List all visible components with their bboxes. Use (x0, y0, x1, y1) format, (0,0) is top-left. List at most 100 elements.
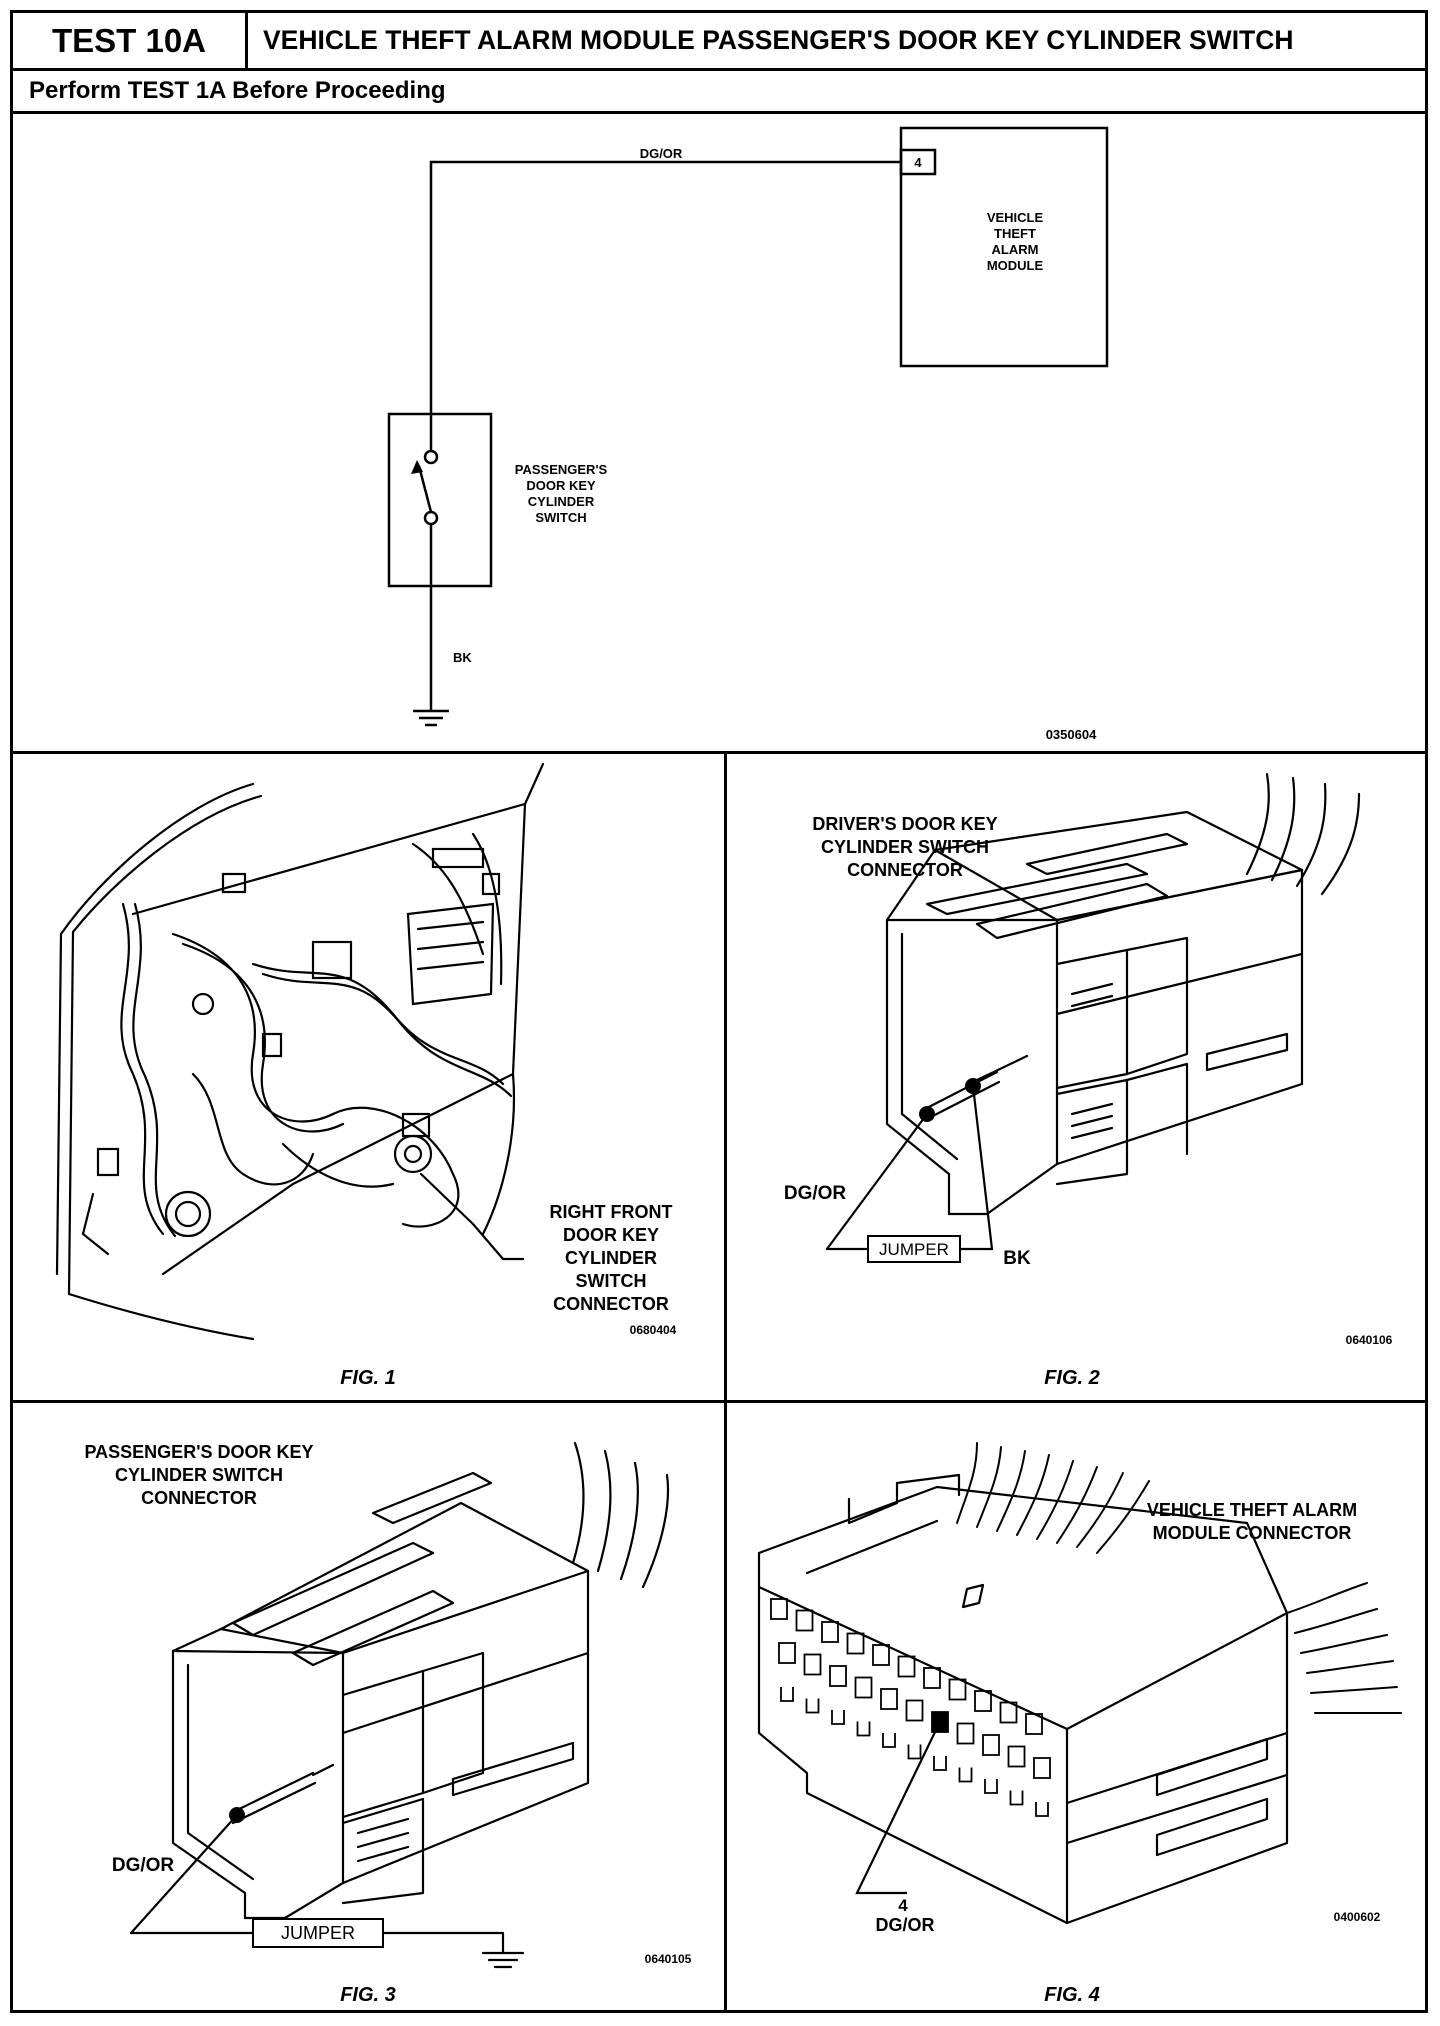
fig1-callout-5: CONNECTOR (553, 1294, 669, 1314)
cavity (974, 1690, 992, 1712)
module-label-4: MODULE (987, 258, 1044, 273)
switch-blade (417, 465, 433, 513)
cavity-tab (805, 1698, 820, 1714)
cavity (795, 1609, 814, 1632)
cavity (923, 1667, 941, 1689)
cavity (982, 1734, 1000, 1756)
cavity (1033, 1757, 1051, 1779)
divider-schematic (13, 751, 1425, 754)
switch-arrow (411, 460, 423, 474)
fig4-title-2: MODULE CONNECTOR (1153, 1523, 1352, 1543)
cavity (829, 1665, 847, 1687)
fig3-caption: FIG. 3 (340, 1984, 396, 2006)
fig4-pin-4 (932, 1712, 948, 1732)
fig4-title-1: VEHICLE THEFT ALARM (1147, 1500, 1357, 1520)
cavity (897, 1655, 916, 1678)
wire-label-bottom: BK (453, 650, 472, 665)
fig2-wire-bk: BK (1003, 1248, 1031, 1269)
fig4-wire-dg-or: DG/OR (875, 1915, 934, 1935)
cavity-tab (856, 1721, 871, 1737)
module-label-3: ALARM (992, 242, 1039, 257)
cavity (880, 1688, 898, 1710)
cavity-tab (984, 1779, 998, 1794)
switch-box (387, 412, 493, 588)
module-pin-number: 4 (914, 155, 922, 170)
fig3-title-1: PASSENGER'S DOOR KEY (85, 1442, 314, 1462)
wire-label-top: DG/OR (640, 146, 683, 161)
cavity-tab (780, 1687, 794, 1702)
cavity (1007, 1745, 1026, 1768)
test-title: VEHICLE THEFT ALARM MODULE PASSENGER'S D… (263, 25, 1294, 55)
cavity-tab (882, 1733, 896, 1748)
fig3-ground-symbol (481, 1951, 525, 1969)
switch-contact-top (423, 449, 439, 465)
vehicle-theft-alarm-module-box (899, 126, 1109, 368)
cavity (999, 1701, 1018, 1724)
fig1-panel: RIGHT FRONT DOOR KEY CYLINDER SWITCH CON… (13, 754, 724, 1400)
passenger-connector-drawing: JUMPER PASSENGER'S DOOR KEY CYLINDER SWI… (85, 1441, 692, 2006)
fig2-pin-bk (965, 1078, 981, 1094)
cavity-tab (831, 1710, 845, 1725)
fig4-leader-line (855, 1729, 937, 1895)
cavity (872, 1644, 890, 1666)
fig2-title-1: DRIVER'S DOOR KEY (812, 814, 997, 834)
fig2-wire-dg-or: DG/OR (784, 1183, 847, 1204)
switch-label-2: DOOR KEY (526, 478, 596, 493)
cavity (803, 1653, 822, 1676)
schematic-panel: DG/OR 4 VEHICLE THEFT ALARM MODULE PASSE… (13, 114, 1425, 751)
schematic-drawing-number: 0350604 (1046, 727, 1097, 742)
fig2-jumper-label: JUMPER (879, 1240, 949, 1259)
fig3-panel: JUMPER PASSENGER'S DOOR KEY CYLINDER SWI… (13, 1403, 724, 2010)
cavity (821, 1621, 839, 1643)
cavity (770, 1598, 788, 1620)
wiring-schematic: DG/OR 4 VEHICLE THEFT ALARM MODULE PASSE… (387, 126, 1109, 742)
header-row: TEST 10A VEHICLE THEFT ALARM MODULE PASS… (13, 13, 1425, 71)
fig2-panel: JUMPER DRIVER'S DOOR KEY CYLINDER SWITCH… (727, 754, 1425, 1400)
precondition-text: Perform TEST 1A Before Proceeding (29, 77, 446, 104)
switch-label-1: PASSENGER'S (515, 462, 608, 477)
fig4-drawing-number: 0400602 (1334, 1910, 1381, 1924)
dg-or-wire (429, 160, 901, 414)
module-label-2: THEFT (994, 226, 1036, 241)
fig3-wire-dg-or: DG/OR (112, 1855, 175, 1876)
fig2-caption: FIG. 2 (1044, 1367, 1100, 1389)
fig2-title-2: CYLINDER SWITCH (821, 837, 989, 857)
fig1-callout-4: SWITCH (576, 1271, 647, 1291)
driver-connector-drawing: JUMPER DRIVER'S DOOR KEY CYLINDER SWITCH… (784, 772, 1393, 1389)
ground-symbol (413, 709, 449, 727)
fig2-jumper-box (867, 1235, 961, 1263)
fig2-drawing-number: 0640106 (1346, 1333, 1393, 1347)
fig1-callout-2: DOOR KEY (563, 1225, 659, 1245)
switch-label-4: SWITCH (535, 510, 586, 525)
module-connector-drawing: VEHICLE THEFT ALARM MODULE CONNECTOR 4 D… (757, 1442, 1402, 2006)
fig3-jumper-box (252, 1918, 384, 1948)
module-label-1: VEHICLE (987, 210, 1044, 225)
module-wires (956, 1442, 1402, 1714)
switch-label-3: CYLINDER (528, 494, 595, 509)
fig3-jumper-label: JUMPER (281, 1923, 355, 1943)
fig2-title-3: CONNECTOR (847, 860, 963, 880)
fig2-pin-dg-or (919, 1106, 935, 1122)
cavity (854, 1676, 873, 1699)
fig3-drawing-number: 0640105 (645, 1952, 692, 1966)
cavity (956, 1722, 975, 1745)
cavity-tab (1009, 1790, 1024, 1806)
cavity (846, 1632, 865, 1655)
fig1-callout-1: RIGHT FRONT (550, 1202, 673, 1222)
fig4-panel: VEHICLE THEFT ALARM MODULE CONNECTOR 4 D… (727, 1403, 1425, 2010)
fig4-caption: FIG. 4 (1044, 1984, 1100, 2006)
cavity-tab (1035, 1802, 1049, 1817)
test-sheet: TEST 10A VEHICLE THEFT ALARM MODULE PASS… (10, 10, 1428, 2013)
cavity-tab (958, 1767, 973, 1783)
door-harness-drawing: RIGHT FRONT DOOR KEY CYLINDER SWITCH CON… (55, 762, 677, 1389)
fig4-pin-number: 4 (898, 1896, 908, 1915)
divider-middle (13, 1400, 1425, 1403)
fig3-title-2: CYLINDER SWITCH (115, 1465, 283, 1485)
fig1-caption: FIG. 1 (340, 1367, 396, 1389)
fig3-pin-dg-or (229, 1807, 245, 1823)
fig1-callout-3: CYLINDER (565, 1248, 657, 1268)
fig1-drawing-number: 0680404 (630, 1323, 677, 1337)
module-pin-box (899, 148, 937, 176)
fig3-title-3: CONNECTOR (141, 1488, 257, 1508)
switch-contact-bottom (423, 510, 439, 526)
